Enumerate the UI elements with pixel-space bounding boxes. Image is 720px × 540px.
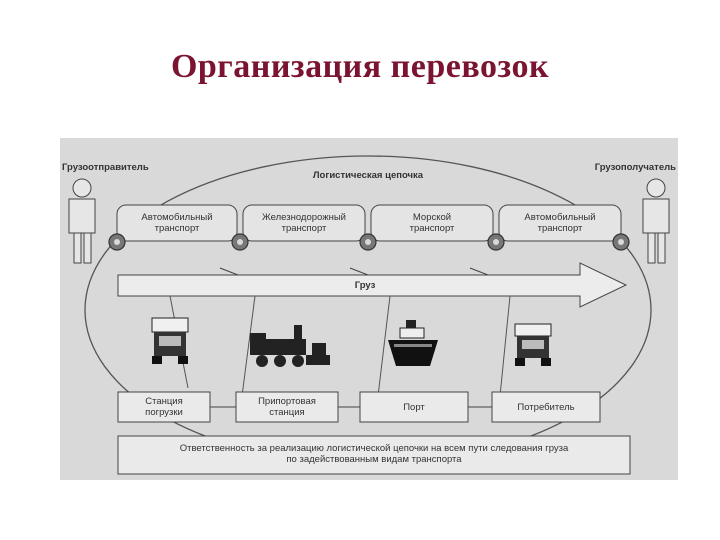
receiver-label: Грузополучатель [594, 162, 676, 173]
station-label-1: Станция погрузки [145, 396, 183, 418]
station-box-4 [491, 391, 601, 423]
station-box-2 [235, 391, 339, 423]
responsibility-box [117, 435, 631, 475]
page-title: Организация перевозок [170, 48, 550, 85]
truck-icon [151, 317, 189, 364]
responsibility-label: Ответственность за реализацию логистичес… [179, 443, 569, 465]
chain-label: Логистическая цепочка [312, 170, 424, 181]
locomotive-icon [250, 325, 330, 367]
transport-label-1: Автомобильный транспорт [141, 212, 213, 234]
receiver-person-icon [642, 178, 670, 264]
transport-label-4: Автомобильный транспорт [524, 212, 596, 234]
ship-icon [388, 320, 438, 366]
sender-label: Грузоотправитель [62, 162, 149, 173]
transport-label-2: Железнодорожный транспорт [262, 212, 346, 234]
transport-box-3 [370, 204, 494, 242]
station-label-3: Порт [403, 402, 425, 413]
transport-label-3: Морской транспорт [409, 212, 455, 234]
transport-box-4 [498, 204, 622, 242]
transport-box-2 [242, 204, 366, 242]
station-label-4: Потребитель [517, 402, 575, 413]
station-box-1 [117, 391, 211, 423]
truck-icon [514, 323, 552, 366]
station-label-2: Припортовая станция [258, 396, 316, 418]
logistics-diagram: Грузоотправитель Грузополучатель Логисти… [60, 138, 678, 480]
sender-person-icon [68, 178, 96, 264]
cargo-arrow [117, 262, 628, 308]
transport-box-1 [116, 204, 238, 242]
cargo-label: Груз [354, 280, 376, 291]
